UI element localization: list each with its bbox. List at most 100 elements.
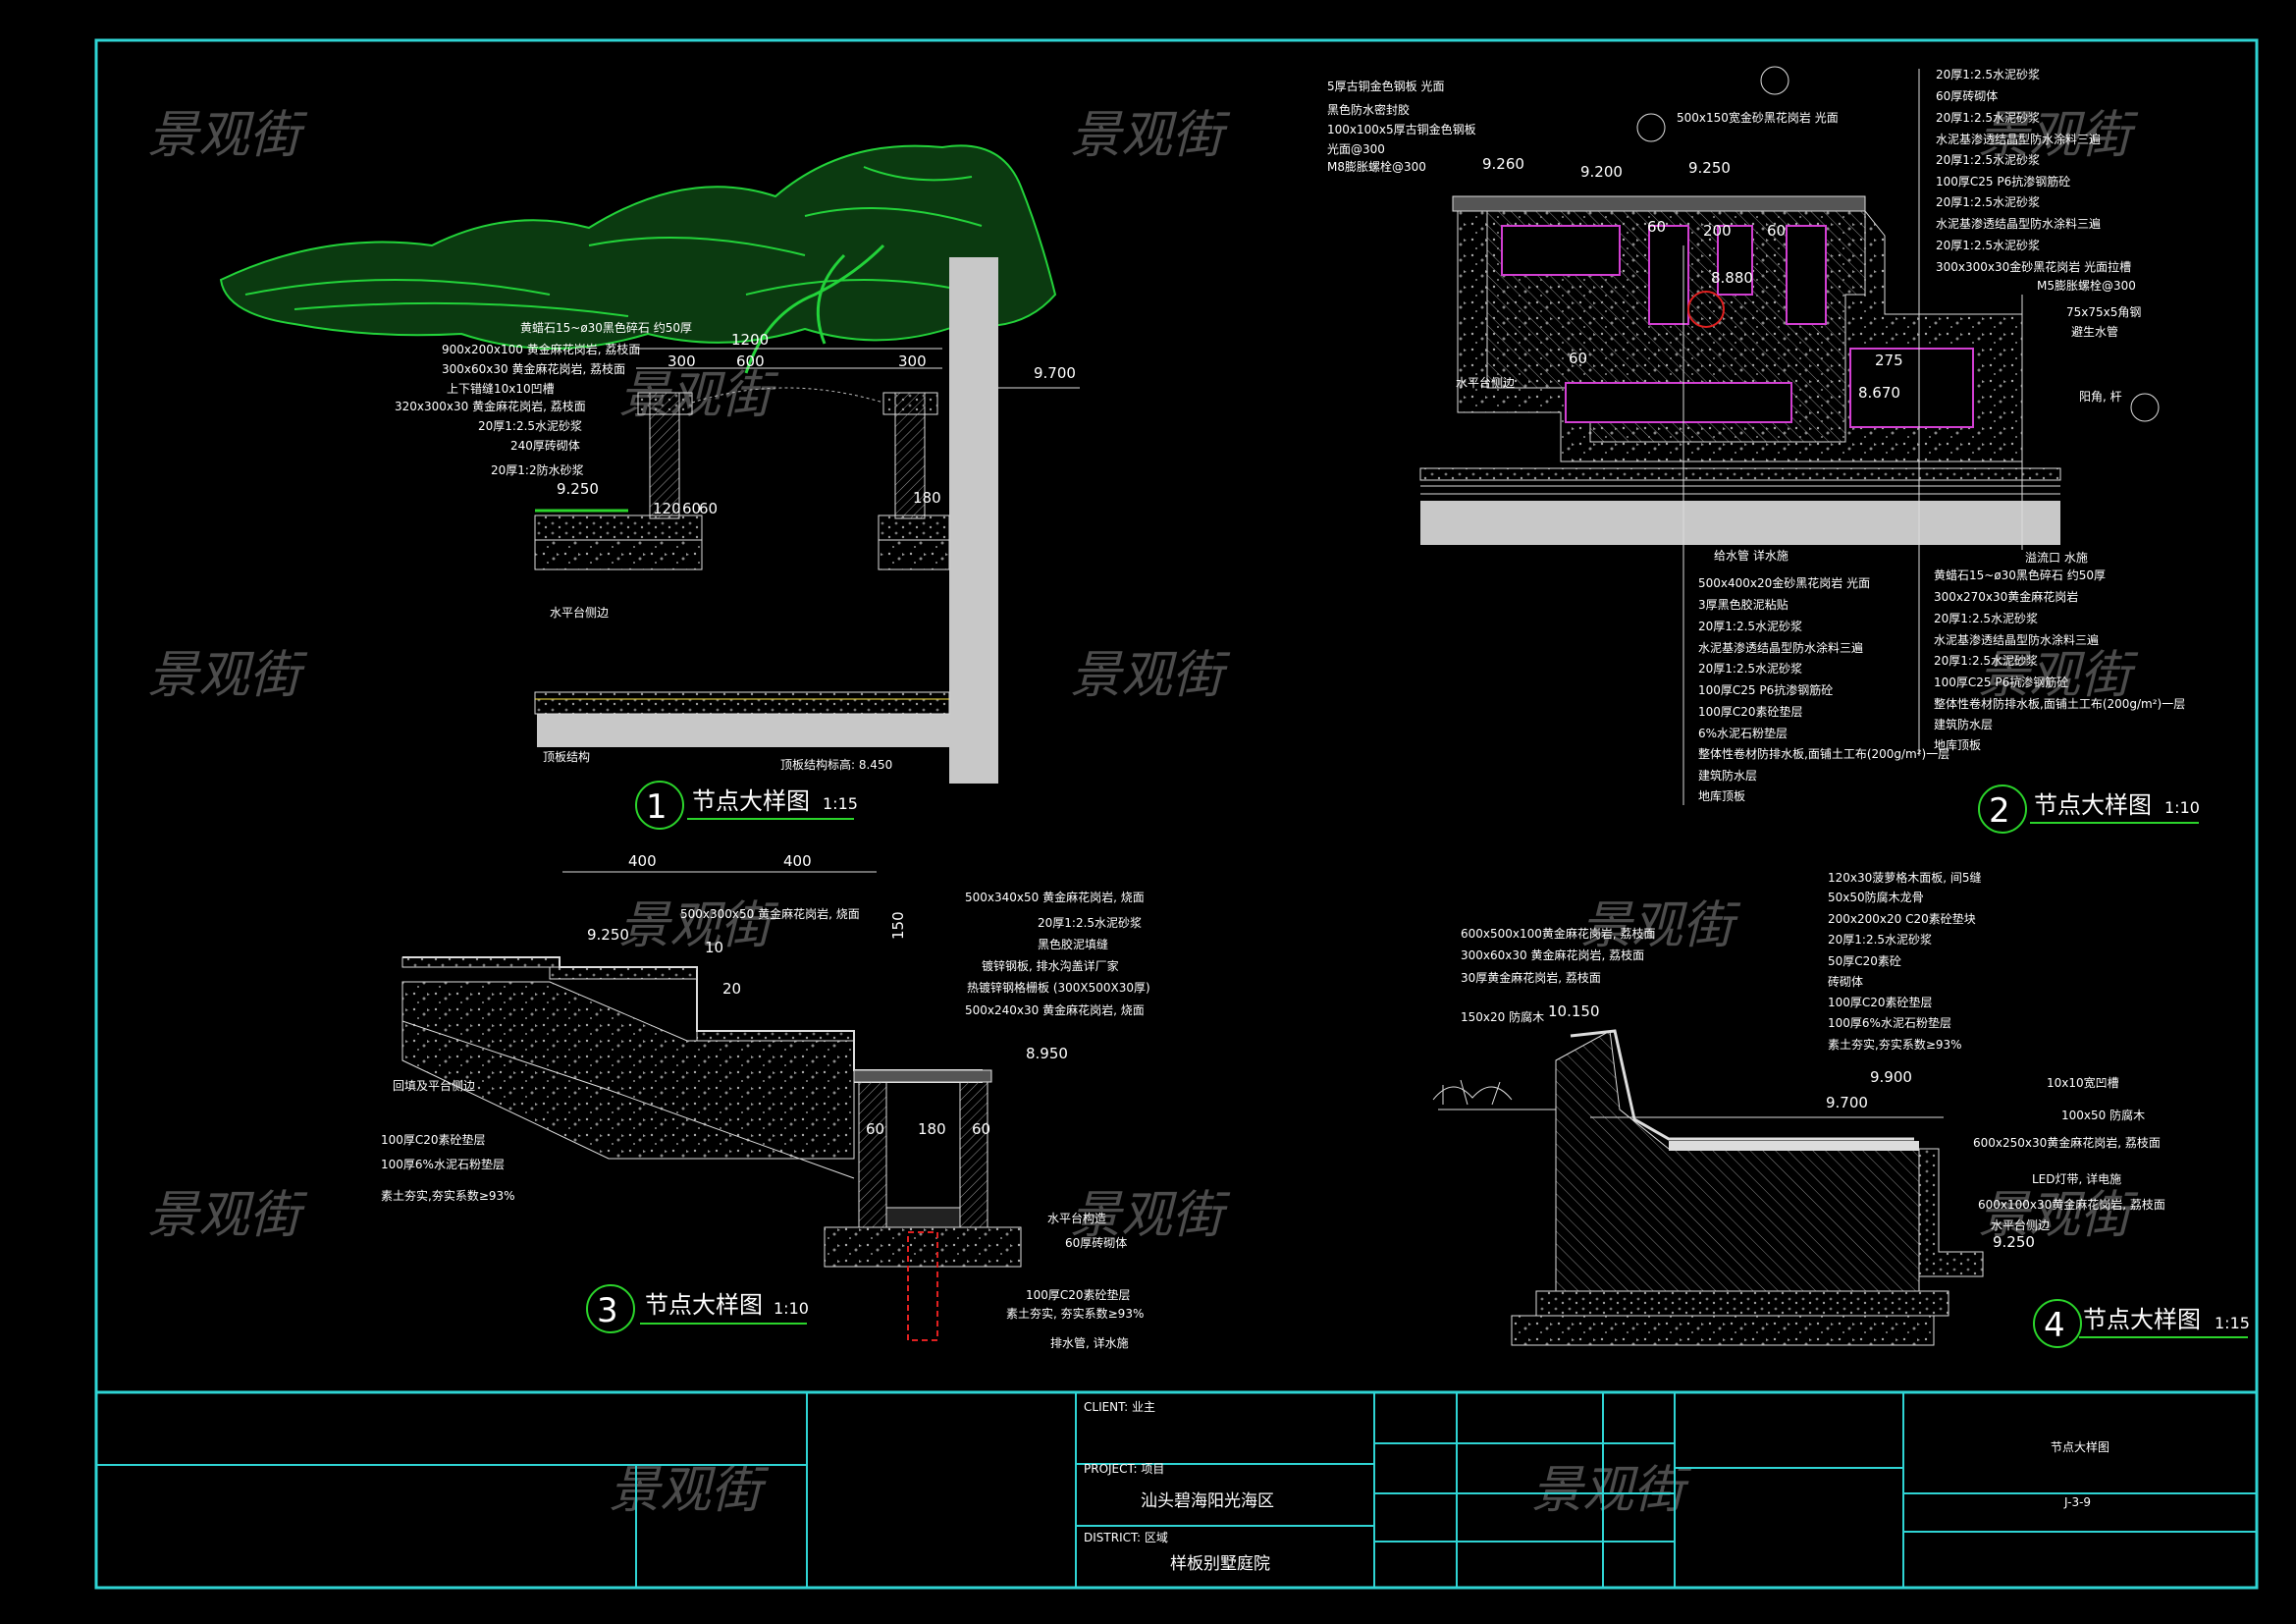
svg-text:整体性卷材防排水板,面铺土工布(200g/m²)一层: 整体性卷材防排水板,面铺土工布(200g/m²)一层 xyxy=(1934,696,2185,711)
svg-text:20厚1:2.5水泥砂浆: 20厚1:2.5水泥砂浆 xyxy=(1936,194,2040,209)
svg-text:8.880: 8.880 xyxy=(1711,269,1753,287)
svg-text:9.700: 9.700 xyxy=(1826,1094,1868,1111)
svg-text:75x75x5角钢: 75x75x5角钢 xyxy=(2066,305,2141,319)
svg-text:30厚黄金麻花岗岩, 荔枝面: 30厚黄金麻花岗岩, 荔枝面 xyxy=(1461,970,1601,985)
svg-text:600x500x100黄金麻花岗岩, 荔枝面: 600x500x100黄金麻花岗岩, 荔枝面 xyxy=(1461,926,1656,941)
svg-text:300x270x30黄金麻花岗岩: 300x270x30黄金麻花岗岩 xyxy=(1934,589,2078,604)
svg-text:景观街: 景观街 xyxy=(1978,106,2139,165)
svg-text:黑色防水密封胶: 黑色防水密封胶 xyxy=(1327,102,1410,117)
svg-text:20厚1:2.5水泥砂浆: 20厚1:2.5水泥砂浆 xyxy=(478,418,582,433)
detail-2: 9.260 9.200 9.250 8.880 8.670 60 200 60 … xyxy=(1327,66,2200,834)
svg-text:20厚1:2.5水泥砂浆: 20厚1:2.5水泥砂浆 xyxy=(1828,932,1932,947)
svg-text:地库顶板: 地库顶板 xyxy=(1698,788,1745,803)
svg-text:节点大样图: 节点大样图 xyxy=(645,1291,763,1319)
svg-text:9.900: 9.900 xyxy=(1870,1068,1912,1086)
svg-text:60: 60 xyxy=(1647,218,1666,236)
svg-text:溢流口 水施: 溢流口 水施 xyxy=(2025,551,2088,565)
svg-text:6%水泥石粉垫层: 6%水泥石粉垫层 xyxy=(1698,726,1788,740)
svg-text:1:15: 1:15 xyxy=(2215,1314,2250,1332)
title-block-text: CLIENT: 业主 PROJECT: 项目 汕头碧海阳光海区 DISTRICT… xyxy=(1084,1400,2109,1574)
svg-text:60厚砖砌体: 60厚砖砌体 xyxy=(1936,88,1998,103)
svg-text:9.700: 9.700 xyxy=(1034,364,1076,382)
svg-text:20厚1:2.5水泥砂浆: 20厚1:2.5水泥砂浆 xyxy=(1934,611,2038,625)
svg-text:黑色胶泥填缝: 黑色胶泥填缝 xyxy=(1038,937,1108,951)
svg-text:100厚C20素砼垫层: 100厚C20素砼垫层 xyxy=(1698,704,1803,719)
svg-text:9.250: 9.250 xyxy=(557,480,599,498)
drawing-frame xyxy=(94,38,2259,1590)
svg-text:10x10宽凹槽: 10x10宽凹槽 xyxy=(2047,1075,2119,1090)
svg-text:20厚1:2防水砂浆: 20厚1:2防水砂浆 xyxy=(491,462,584,477)
svg-text:素土夯实,夯实系数≥93%: 素土夯实,夯实系数≥93% xyxy=(1828,1037,1962,1052)
svg-text:100厚6%水泥石粉垫层: 100厚6%水泥石粉垫层 xyxy=(1828,1015,1951,1030)
svg-text:150: 150 xyxy=(889,911,907,940)
detail-4: 10.150 9.900 9.700 9.250 120x30菠萝格木面板, 间… xyxy=(1432,870,2250,1348)
svg-text:排水管, 详水施: 排水管, 详水施 xyxy=(1050,1335,1129,1350)
svg-text:320x300x30 黄金麻花岗岩, 荔枝面: 320x300x30 黄金麻花岗岩, 荔枝面 xyxy=(395,399,586,413)
svg-text:500x300x50 黄金麻花岗岩, 烧面: 500x300x50 黄金麻花岗岩, 烧面 xyxy=(680,906,860,921)
svg-text:275: 275 xyxy=(1875,352,1903,369)
svg-text:水平台侧边: 水平台侧边 xyxy=(550,605,609,620)
wall xyxy=(949,257,998,784)
svg-text:给水管 详水施: 给水管 详水施 xyxy=(1714,548,1789,563)
svg-text:600: 600 xyxy=(736,352,765,370)
svg-text:8.670: 8.670 xyxy=(1858,384,1900,402)
svg-text:200x200x20 C20素砼垫块: 200x200x20 C20素砼垫块 xyxy=(1828,911,1976,926)
svg-text:150x20 防腐木: 150x20 防腐木 xyxy=(1461,1009,1544,1024)
svg-text:水平台构造: 水平台构造 xyxy=(1047,1211,1106,1225)
svg-text:景观街: 景观街 xyxy=(147,1186,308,1245)
svg-text:100厚C25 P6抗渗钢筋砼: 100厚C25 P6抗渗钢筋砼 xyxy=(1698,682,1833,697)
svg-text:水泥基渗透结晶型防水涂料三遍: 水泥基渗透结晶型防水涂料三遍 xyxy=(1698,640,1863,655)
svg-text:60: 60 xyxy=(682,500,701,517)
svg-text:300x300x30金砂黑花岗岩 光面拉槽: 300x300x30金砂黑花岗岩 光面拉槽 xyxy=(1936,259,2131,274)
svg-text:20厚1:2.5水泥砂浆: 20厚1:2.5水泥砂浆 xyxy=(1698,661,1802,676)
svg-text:光面@300: 光面@300 xyxy=(1327,142,1385,156)
svg-text:汕头碧海阳光海区: 汕头碧海阳光海区 xyxy=(1141,1491,1274,1511)
svg-text:节点大样图: 节点大样图 xyxy=(2034,791,2152,819)
svg-text:砖砌体: 砖砌体 xyxy=(1828,974,1863,989)
svg-text:镀锌钢板, 排水沟盖详厂家: 镀锌钢板, 排水沟盖详厂家 xyxy=(982,958,1119,973)
svg-text:避生水管: 避生水管 xyxy=(2071,324,2118,339)
svg-text:8.950: 8.950 xyxy=(1026,1045,1068,1062)
svg-text:50x50防腐木龙骨: 50x50防腐木龙骨 xyxy=(1828,890,1924,904)
svg-text:400: 400 xyxy=(783,852,812,870)
svg-text:素土夯实,夯实系数≥93%: 素土夯实,夯实系数≥93% xyxy=(381,1188,515,1203)
svg-text:300x60x30 黄金麻花岗岩, 荔枝面: 300x60x30 黄金麻花岗岩, 荔枝面 xyxy=(1461,947,1644,962)
svg-text:M8膨胀螺栓@300: M8膨胀螺栓@300 xyxy=(1327,159,1426,174)
svg-text:180: 180 xyxy=(918,1120,946,1138)
svg-text:上下错缝10x10凹槽: 上下错缝10x10凹槽 xyxy=(447,381,555,396)
svg-text:900x200x100 黄金麻花岗岩, 荔枝面: 900x200x100 黄金麻花岗岩, 荔枝面 xyxy=(442,342,640,356)
svg-text:水平台侧边: 水平台侧边 xyxy=(1991,1218,2050,1232)
svg-text:J-3-9: J-3-9 xyxy=(2063,1495,2091,1509)
svg-text:景观街: 景观街 xyxy=(1070,1186,1231,1245)
svg-text:景观街: 景观街 xyxy=(1070,106,1231,165)
svg-text:600x250x30黄金麻花岗岩, 荔枝面: 600x250x30黄金麻花岗岩, 荔枝面 xyxy=(1973,1135,2161,1150)
svg-text:4: 4 xyxy=(2044,1306,2065,1345)
title-block xyxy=(96,1392,2257,1588)
svg-text:黄蜡石15~ø30黑色碎石 约50厚: 黄蜡石15~ø30黑色碎石 约50厚 xyxy=(520,320,692,335)
svg-text:景观街: 景观街 xyxy=(147,106,308,165)
svg-text:素土夯实, 夯实系数≥93%: 素土夯实, 夯实系数≥93% xyxy=(1006,1306,1144,1321)
svg-text:20厚1:2.5水泥砂浆: 20厚1:2.5水泥砂浆 xyxy=(1936,110,2040,125)
svg-text:3: 3 xyxy=(597,1291,618,1330)
svg-text:600x100x30黄金麻花岗岩, 荔枝面: 600x100x30黄金麻花岗岩, 荔枝面 xyxy=(1978,1197,2165,1212)
svg-text:9.250: 9.250 xyxy=(1688,159,1731,177)
svg-text:300: 300 xyxy=(898,352,927,370)
svg-text:热镀锌钢格栅板 (300X500X30厚): 热镀锌钢格栅板 (300X500X30厚) xyxy=(967,980,1150,995)
svg-text:20厚1:2.5水泥砂浆: 20厚1:2.5水泥砂浆 xyxy=(1038,915,1142,930)
svg-text:水平台侧边: 水平台侧边 xyxy=(1456,375,1515,390)
svg-text:20厚1:2.5水泥砂浆: 20厚1:2.5水泥砂浆 xyxy=(1934,653,2038,668)
svg-text:顶板结构标高: 8.450: 顶板结构标高: 8.450 xyxy=(780,757,892,772)
svg-text:景观街: 景观街 xyxy=(1978,1186,2139,1245)
svg-text:景观街: 景观街 xyxy=(1531,1461,1692,1520)
svg-text:9.250: 9.250 xyxy=(1993,1233,2035,1251)
svg-text:20厚1:2.5水泥砂浆: 20厚1:2.5水泥砂浆 xyxy=(1698,619,1802,633)
svg-text:PROJECT: 项目: PROJECT: 项目 xyxy=(1084,1462,1164,1476)
svg-text:1200: 1200 xyxy=(731,331,769,349)
svg-text:10: 10 xyxy=(705,939,723,956)
svg-text:400: 400 xyxy=(628,852,657,870)
svg-text:回填及平台侧边: 回填及平台侧边 xyxy=(393,1078,475,1093)
svg-text:景观街: 景观街 xyxy=(1070,646,1231,705)
svg-text:50厚C20素砼: 50厚C20素砼 xyxy=(1828,954,1901,968)
svg-text:2: 2 xyxy=(1989,791,2010,831)
svg-text:500x240x30 黄金麻花岗岩, 烧面: 500x240x30 黄金麻花岗岩, 烧面 xyxy=(965,1002,1145,1017)
